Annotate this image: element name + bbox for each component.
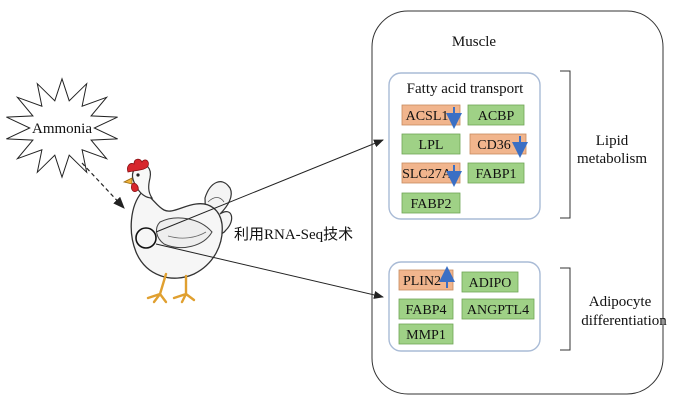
gene-box-acbp (467, 104, 525, 126)
gene-label-adipo: ADIPO (469, 276, 512, 291)
arrow-to-adipocyte (155, 243, 384, 299)
gene-label-lpl: LPL (419, 138, 444, 153)
gene-label-fabp2: FABP2 (411, 197, 452, 212)
lipid-bracket (560, 70, 571, 219)
gene-label-cd36: CD36 (477, 138, 510, 153)
gene-label-acsl1: ACSL1 (406, 109, 449, 124)
gene-label-fabp4: FABP4 (406, 303, 447, 318)
gene-label-plin2: PLIN2 (403, 274, 441, 289)
lipid-label-line1: Lipid (596, 133, 629, 149)
gene-label-mmp1: MMP1 (406, 328, 446, 343)
fatty-acid-panel (388, 72, 541, 220)
gene-box-mmp1 (398, 323, 454, 345)
gene-label-angptl4: ANGPTL4 (467, 303, 529, 318)
adipocyte-label-line2: differentiation (581, 313, 667, 329)
lipid-label-line2: metabolism (577, 151, 647, 167)
gene-label-fabp1: FABP1 (476, 167, 517, 182)
adipocyte-bracket (560, 267, 571, 351)
arrow-to-fatty-acid (155, 139, 384, 233)
ammonia-starburst: Ammonia (6, 77, 118, 179)
fatty-acid-title: Fatty acid transport (407, 81, 524, 97)
muscle-location-marker (135, 227, 157, 249)
method-label: 利用RNA-Seq技术 (234, 226, 353, 243)
muscle-label: Muscle (452, 34, 497, 50)
gene-box-fabp4 (398, 298, 454, 320)
muscle-box (371, 10, 664, 395)
gene-box-lpl (401, 133, 461, 155)
ammonia-label: Ammonia (32, 121, 92, 137)
chicken-illustration (122, 158, 233, 304)
gene-label-acbp: ACBP (478, 109, 515, 124)
gene-box-fabp2 (401, 192, 461, 214)
gene-label-slc27a1: SLC27A (402, 167, 453, 182)
exposure-arrow (81, 162, 125, 209)
gene-box-adipo (461, 271, 519, 293)
adipocyte-panel (388, 261, 541, 352)
gene-box-fabp1 (467, 162, 525, 184)
adipocyte-label-line1: Adipocyte (589, 294, 652, 310)
gene-box-angptl4 (461, 298, 535, 320)
